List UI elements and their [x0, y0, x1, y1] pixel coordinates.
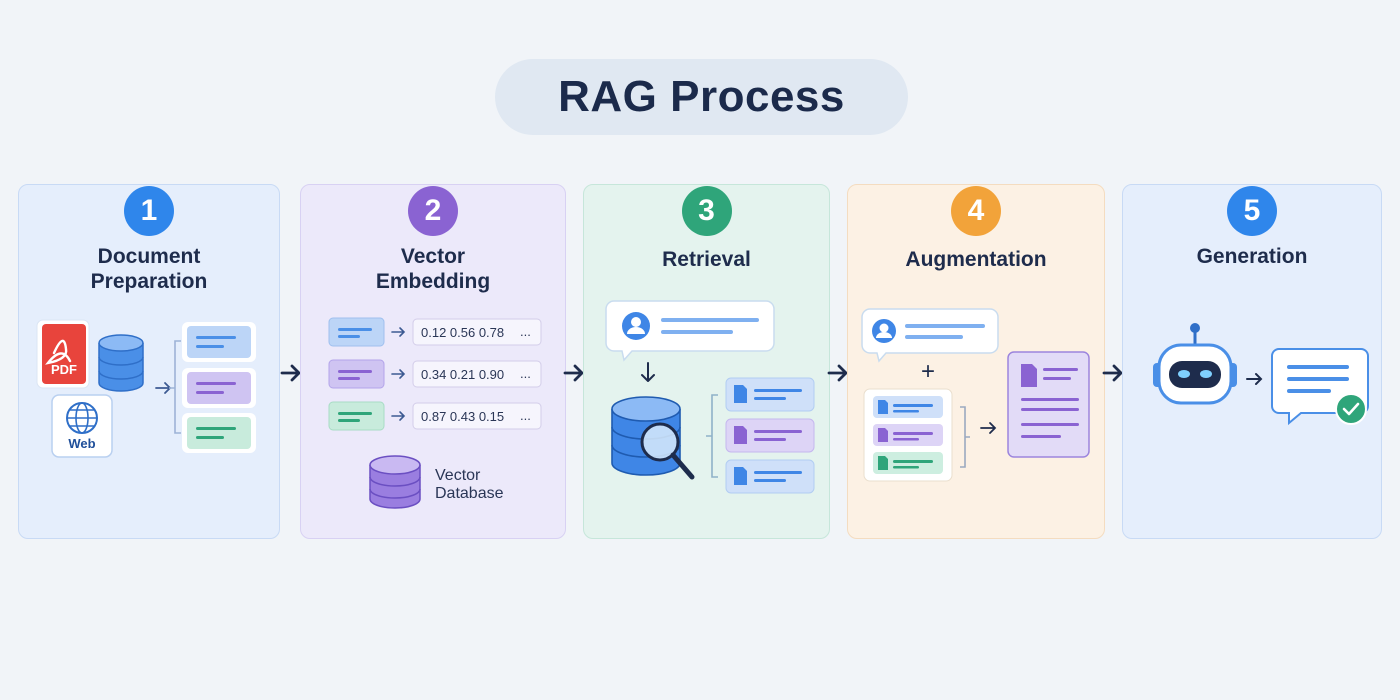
step-generation: 5 Generation [1122, 184, 1382, 539]
robot-icon [1153, 323, 1237, 405]
arrow-right-icon [391, 327, 406, 421]
step-title-line1: Vector [400, 245, 466, 268]
vector-database-label-line2: Database [435, 485, 504, 502]
step-retrieval: 3 Retrieval [583, 184, 830, 539]
magnifier-icon [640, 422, 695, 480]
globe-icon [51, 394, 113, 458]
vector-ellipsis: ... [520, 408, 531, 423]
retrieval-illustration [605, 300, 815, 494]
vector-ellipsis: ... [520, 324, 531, 339]
document-icon [873, 396, 943, 474]
vector-values: 0.12 0.56 0.78 [421, 325, 505, 340]
step-vector-embedding: 2 Vector Embedding 0.12 0.56 [300, 184, 566, 539]
step-number-badge: 3 [681, 186, 732, 236]
database-icon [369, 455, 421, 509]
step-document-preparation: 1 Document Preparation [18, 184, 280, 539]
step-title: Generation [1196, 245, 1308, 268]
generation-illustration [1153, 323, 1369, 426]
plus-sign: + [921, 358, 936, 385]
step-number-badge: 4 [951, 186, 1001, 236]
document-prep-illustration [36, 319, 256, 458]
pdf-label: PDF [51, 362, 77, 377]
user-icon [622, 312, 650, 340]
title-pill: RAG Process [495, 59, 908, 135]
step-title: Augmentation [905, 248, 1047, 271]
database-icon [98, 334, 144, 392]
flow-arrow-icon [563, 364, 584, 382]
arrow-right-icon [1246, 373, 1263, 385]
step-title-line2: Embedding [375, 270, 491, 293]
step-number-badge: 2 [408, 186, 458, 236]
flow-arrow-icon [1102, 364, 1123, 382]
chunk-icon [328, 317, 385, 431]
chunk-icon [182, 322, 256, 453]
vector-values: 0.87 0.43 0.15 [421, 409, 505, 424]
arrow-right-icon [980, 422, 997, 434]
pdf-icon [36, 319, 90, 389]
check-icon [1335, 393, 1367, 425]
step-number-badge: 5 [1227, 186, 1277, 236]
step-number-badge: 1 [124, 186, 174, 236]
document-icon [725, 377, 815, 494]
vector-values: 0.34 0.21 0.90 [421, 367, 505, 382]
step-title-line2: Preparation [90, 270, 208, 293]
web-label: Web [68, 436, 96, 451]
augmentation-illustration [861, 308, 1090, 482]
arrow-down-icon [641, 362, 655, 382]
chat-bubble-icon [605, 300, 775, 362]
vector-database-label-line1: Vector [435, 467, 481, 484]
step-title-line1: Document [97, 245, 201, 268]
step-augmentation: 4 Augmentation [847, 184, 1105, 539]
document-icon [1007, 351, 1090, 458]
arrow-right-icon [155, 382, 172, 394]
step-title: Retrieval [662, 248, 751, 271]
user-icon [872, 319, 896, 343]
vector-ellipsis: ... [520, 366, 531, 381]
flow-arrow-icon [280, 364, 301, 382]
flow-arrow-icon [827, 364, 848, 382]
embedding-illustration [328, 317, 542, 509]
page-title: RAG Process [558, 72, 845, 121]
chat-bubble-icon [861, 308, 999, 363]
